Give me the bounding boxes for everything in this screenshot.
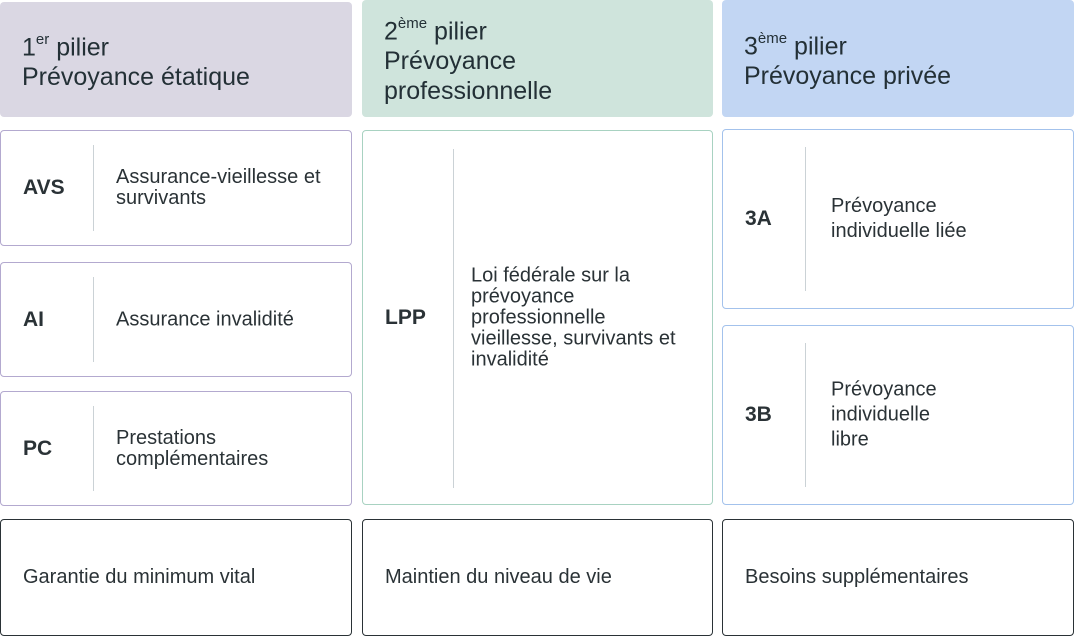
pillar-3-item-3a: 3A Prévoyance individuelle liée [722,129,1074,309]
pillar-2-goal: Maintien du niveau de vie [362,519,713,636]
item-description: Assurance invalidité [116,308,294,330]
pillar-2-suffix: ème [397,14,428,32]
item-divider [93,277,94,362]
item-description: Assurance-vieillesse et survivants [116,166,321,209]
item-abbr: 3A [745,207,772,230]
pillar-2-item-lpp: LPP Loi fédérale sur la prévoyance profe… [362,130,713,505]
pillar-1-number: 1 [22,33,36,62]
pillar-1-suffix: er [35,30,50,48]
item-abbr: AI [23,307,44,331]
pillar-1-title: Prévoyance étatique [22,63,250,92]
pillar-2-number: 2 [384,17,398,46]
item-description: Prévoyance individuelle libre [831,378,937,451]
pillar-2-header: 2ème pilier Prévoyance professionnelle [362,0,713,117]
item-abbr: LPP [385,306,426,329]
item-divider [93,145,94,231]
pillar-2-heading: 2ème pilier Prévoyance professionnelle [384,11,614,106]
item-description: Loi fédérale sur la prévoyance professio… [471,264,676,371]
item-divider [805,343,806,487]
pillar-1-header: 1er pilier Prévoyance étatique [0,2,352,117]
pillar-2-title: Prévoyance professionnelle [384,47,553,106]
pillar-2-word: pilier [434,17,487,46]
pillar-1-heading: 1er pilier Prévoyance étatique [22,27,250,92]
item-abbr: AVS [23,176,65,199]
pillar-1-item-pc: PC Prestations complémentaires [0,391,352,506]
pillar-3-item-3b: 3B Prévoyance individuelle libre [722,325,1074,505]
item-abbr: PC [23,436,53,460]
pillar-3-suffix: ème [757,29,788,47]
item-description: Prévoyance individuelle liée [831,195,967,242]
pillar-3-header: 3ème pilier Prévoyance privée [722,0,1074,117]
pillar-3-number: 3 [744,32,758,61]
pillar-1-goal: Garantie du minimum vital [0,519,352,636]
item-divider [453,149,454,488]
pillar-1-item-ai: AI Assurance invalidité [0,262,352,377]
pillar-3-title: Prévoyance privée [744,62,952,91]
item-description: Prestations complémentaires [116,426,269,470]
pillar-1-item-avs: AVS Assurance-vieillesse et survivants [0,130,352,246]
pillar-3-heading: 3ème pilier Prévoyance privée [744,26,951,91]
pillar-3-goal: Besoins supplémentaires [722,519,1074,636]
item-abbr: 3B [745,403,772,426]
pillar-1-word: pilier [56,33,109,62]
item-divider [805,147,806,291]
pillar-3-word: pilier [794,32,847,61]
item-divider [93,406,94,491]
